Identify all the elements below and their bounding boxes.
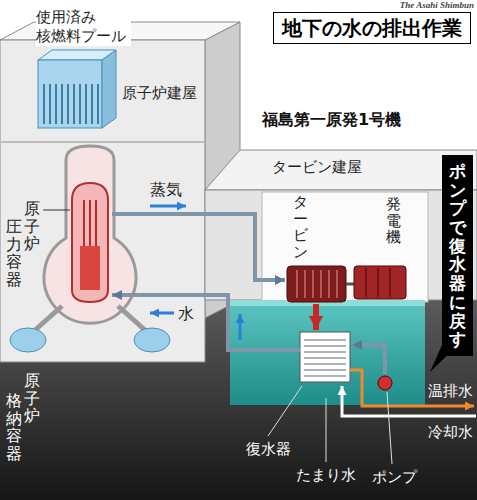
flow-arrow [239,314,242,340]
reactor-core [80,246,100,290]
condenser-shape [300,332,350,382]
fuel-rod [67,84,69,124]
turbine-building: タービン建屋タービン 発電機復水器ポンプ [202,148,425,493]
leader-line [387,392,392,464]
node-label: ポンプ [372,468,417,486]
blade [304,270,306,298]
pump: ポンプ [370,374,419,488]
stripe [389,268,391,297]
fuel-rod [61,84,63,124]
control-rods [84,200,96,246]
node-label: 使用済み 核燃料プール [36,8,131,46]
node-label: 格納容器 [6,392,22,462]
suppression-torus [134,328,170,352]
blade [296,270,298,298]
generator-shape [354,266,406,299]
watermark: The Asahi Shimbun [400,0,474,11]
reactor-building: 原子炉建屋使用済み 核燃料プール原子炉格納容器原子炉圧力容器 [0,4,200,494]
blade [320,270,322,298]
pooled-water [230,300,425,405]
tube [304,351,346,353]
leader-line [268,386,302,436]
node-label: ポンプで復水器に戻す [449,162,466,349]
building-front [0,40,205,362]
condenser-tubes [304,340,346,376]
turbine-hall [262,192,428,302]
turbine-blades [297,270,337,298]
node-label: タービン [293,194,308,260]
pressure-vessel: 原子炉圧力容器 [4,181,112,304]
flow-arrow [150,312,174,315]
pipe-stub [244,348,300,352]
node-label: 発電機 [386,196,401,246]
edge-label: 水 [178,304,194,323]
suppression-torus [10,328,46,352]
floor-line [0,141,205,143]
blade [312,270,314,298]
node-label: 復水器 [246,440,291,458]
node-label: 原子炉 [24,372,40,425]
stripe [377,268,379,297]
fuel-pool: 使用済み 核燃料プール [34,6,133,130]
diagram-title: 地下の水の排出作業 [273,12,471,44]
turbine-roof [205,150,477,190]
tube [304,375,346,377]
pool-side [102,50,116,128]
blade [328,270,330,298]
pump-ball [378,376,392,390]
fuel-rods [44,84,98,124]
connectors [112,214,385,374]
shaft [346,283,354,286]
condenser: 復水器 [244,330,352,460]
fuel-rod [55,84,57,124]
pipe-label: 冷却水 [428,423,473,441]
node-label: 原子炉 [24,200,40,253]
generator: 発電機 [352,194,408,301]
stripe [365,268,367,297]
fuel-rod [79,84,81,124]
steam-pipe [112,214,285,280]
containment-vessel: 原子炉格納容器原子炉圧力容器 [4,144,172,464]
leader-line [326,398,327,462]
warm-discharge-pipe [350,370,474,406]
vessel-shape [72,183,108,302]
water-pipe [112,295,244,350]
tube [304,357,346,359]
tube [304,363,346,365]
plant-name: 福島第一原発1号機 [262,110,401,129]
fuel-rod [85,84,87,124]
area-label: たまり水 [296,466,356,484]
leader-line [43,210,70,211]
tube [304,369,346,371]
turbine: タービン [285,192,348,304]
vent-pipe [34,306,62,331]
node-label: 圧力容器 [6,218,22,288]
fuel-rod [97,84,99,124]
edge-label: 蒸気 [150,180,182,199]
return-pipe [352,345,385,374]
turbine-shape [287,266,346,302]
control-rod [83,200,85,246]
blade [336,270,338,298]
generator-stripes [366,268,390,297]
callout-band: ポンプで復水器に戻す [442,155,473,356]
tube [304,345,346,347]
tube [304,339,346,341]
control-rod [95,200,97,246]
fuel-rod [43,84,45,124]
fuel-rod [91,84,93,124]
fuel-rod [73,84,75,124]
node-label: 原子炉建屋 [122,84,197,102]
control-rod [89,200,91,246]
pool-front [38,60,102,128]
flow-arrow [150,205,186,208]
fuel-rod [49,84,51,124]
vent-pipe [118,306,146,331]
node-label: タービン建屋 [272,158,362,176]
exhaust-flow [313,304,319,330]
pipe-label: 温排水 [428,382,473,400]
